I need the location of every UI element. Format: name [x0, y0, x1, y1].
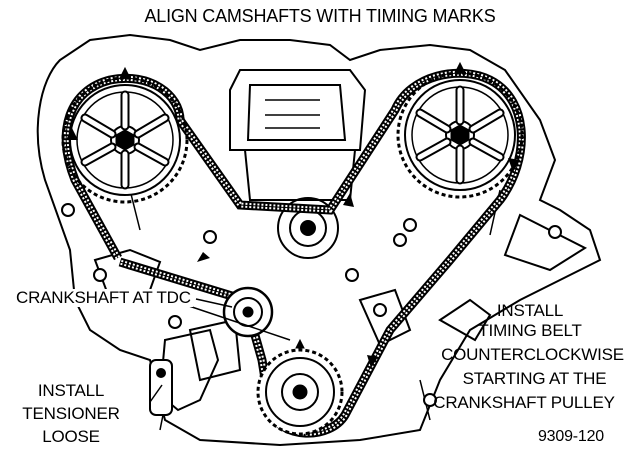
left-camshaft-sprocket: [61, 66, 189, 204]
diagram-title: ALIGN CAMSHAFTS WITH TIMING MARKS: [144, 6, 496, 26]
belt-direction-arrows: [66, 128, 520, 368]
install-tensioner-line-1: INSTALL: [37, 381, 105, 400]
leader-lines: [149, 298, 291, 403]
mounting-bolts: [61, 203, 562, 407]
install-belt-line-5: CRANKSHAFT PULLEY: [433, 393, 615, 412]
tensioner-bracket: [149, 328, 220, 416]
crankshaft-sprocket: [256, 338, 344, 436]
tensioner-pulley: [222, 286, 274, 338]
install-belt-line-1: INSTALL: [496, 301, 564, 320]
right-camshaft-sprocket: [396, 61, 524, 199]
crankshaft-label: CRANKSHAFT AT TDC: [14, 288, 193, 307]
install-belt-line-2: TIMING BELT: [478, 321, 582, 340]
install-belt-line-4: STARTING AT THE: [462, 369, 607, 388]
install-tensioner-line-2: TENSIONER: [22, 404, 120, 423]
install-belt-line-3: COUNTERCLOCKWISE: [441, 345, 624, 364]
install-tensioner-line-3: LOOSE: [42, 427, 100, 446]
figure-number: 9309-120: [537, 428, 604, 445]
